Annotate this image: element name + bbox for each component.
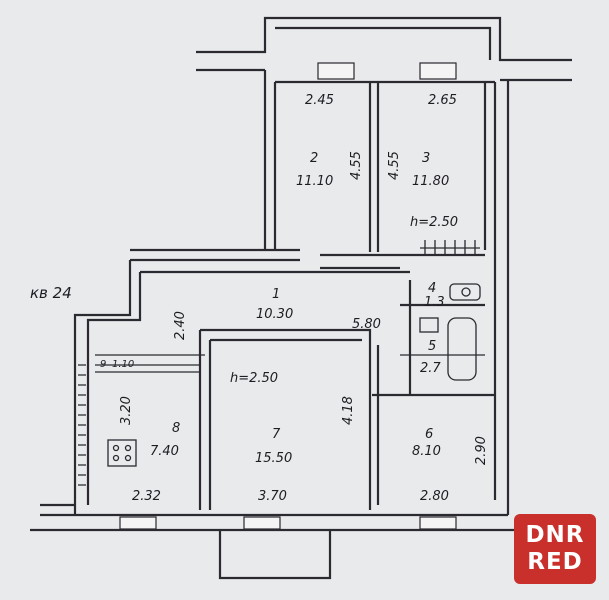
- room-3-number: 3: [422, 151, 430, 166]
- dim-room7-length: 4.18: [341, 396, 356, 425]
- room-9-number: 9: [100, 359, 106, 370]
- room-5-area: 2.7: [420, 361, 441, 376]
- room-2-number: 2: [310, 151, 318, 166]
- room-2-area: 11.10: [296, 174, 333, 189]
- room-5-number: 5: [428, 339, 436, 354]
- watermark-line2: RED: [527, 549, 583, 575]
- dim-hall-length: 5.80: [352, 317, 381, 332]
- dim-bottom-room6: 2.80: [420, 489, 449, 504]
- ceiling-height-center: h=2.50: [230, 371, 278, 386]
- room-4-area: 1.3: [424, 295, 445, 310]
- room-6-area: 8.10: [412, 444, 441, 459]
- room-1-number: 1: [272, 287, 280, 302]
- room-3-area: 11.80: [412, 174, 449, 189]
- windows: [119, 62, 457, 530]
- ceiling-height-top: h=2.50: [410, 215, 458, 230]
- room-1-area: 10.30: [256, 307, 293, 322]
- dim-bottom-room7: 3.70: [258, 489, 287, 504]
- apartment-label: кв 24: [30, 284, 72, 302]
- dim-room8-length: 3.20: [119, 396, 134, 425]
- room-8-area: 7.40: [150, 444, 179, 459]
- room-7-number: 7: [272, 427, 281, 442]
- dim-room2-width: 2.45: [305, 93, 334, 108]
- dim-room2-length: 4.55: [349, 151, 364, 180]
- room-9-area: 1.10: [112, 359, 134, 370]
- walls: [30, 16, 572, 580]
- dim-corridor-width: 2.40: [173, 311, 188, 340]
- room-8-number: 8: [172, 421, 180, 436]
- room-6-number: 6: [425, 427, 433, 442]
- dim-bottom-room8: 2.32: [132, 489, 161, 504]
- room-4-number: 4: [428, 281, 436, 296]
- watermark-line1: DNR: [525, 522, 585, 548]
- watermark-logo: DNR RED: [514, 514, 596, 584]
- dim-room6-length: 2.90: [474, 436, 489, 465]
- room-7-area: 15.50: [255, 451, 292, 466]
- dim-room3-length: 4.55: [387, 151, 402, 180]
- dim-room3-width: 2.65: [428, 93, 457, 108]
